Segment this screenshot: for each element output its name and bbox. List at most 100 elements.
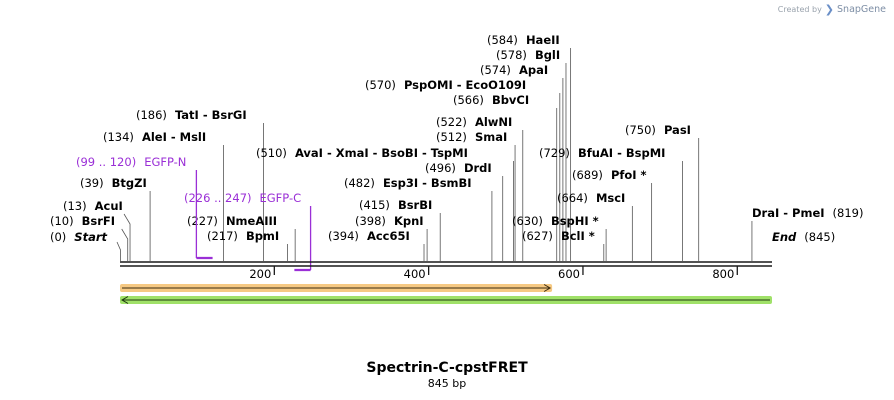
site-drdi-label[interactable]: (496) DrdI (425, 161, 492, 175)
primer-egfp-c-label[interactable]: (226 .. 247) EGFP-C (184, 191, 301, 205)
site-nmeaiii-label-name: NmeAIII (226, 214, 277, 228)
site-btgzi-label-pos: (39) (80, 176, 104, 190)
site-tati-label[interactable]: (186)TatI - BsrGI (136, 108, 247, 122)
feature-2-arrowhead-icon (121, 296, 129, 304)
start-label-pos: (0) (50, 230, 66, 244)
branding-name: SnapGene (837, 4, 886, 15)
site-pspomi-label[interactable]: (570) PspOMI - EcoO109I (365, 78, 526, 92)
site-drdi-label-pos: (496) (425, 161, 456, 175)
site-pfoi-label-name: PfoI * (611, 168, 647, 182)
site-msci-label-name: MscI (596, 191, 625, 205)
site-avai-label-pos: (510) (256, 146, 287, 160)
site-bbvci-label[interactable]: (566) BbvCI (453, 93, 529, 107)
site-acc65i-label-name: Acc65I (367, 229, 410, 243)
tick-label-600: 600 (558, 267, 580, 281)
primer-egfp-c-name: EGFP-C (260, 191, 302, 205)
site-smai-label-pos: (512) (436, 130, 467, 144)
features (120, 284, 772, 304)
site-acc65i-label[interactable]: (394) Acc65I (328, 229, 410, 243)
start-label-name: Start (74, 230, 107, 244)
site-drai-label-name: DraI - PmeI (752, 206, 825, 220)
site-acc65i-label-pos: (394) (328, 229, 359, 243)
site-bcli-label-name: BclI * (561, 229, 595, 243)
site-pspomi-label-name: PspOMI - EcoO109I (404, 78, 526, 92)
primer-egfp-n-label[interactable]: (99 .. 120) EGFP-N (76, 155, 186, 169)
site-avai-label[interactable]: (510) AvaI - XmaI - BsoBI - TspMI (256, 146, 468, 160)
site-haeii-label-pos: (584) (487, 33, 518, 47)
primers: (99 .. 120) EGFP-N (226 .. 247) EGFP-C (76, 155, 312, 272)
site-btgzi-label-name: BtgZI (112, 176, 147, 190)
site-esp3i-label[interactable]: (482) Esp3I - BsmBI (344, 176, 472, 190)
site-bsphi-label-pos: (630) (512, 214, 543, 228)
site-kpni-label-name: KpnI (394, 214, 424, 228)
site-alei-label[interactable]: (134)AleI - MslI (103, 130, 206, 144)
tick-label-200: 200 (249, 267, 271, 281)
site-bfuai-label-name: BfuAI - BspMI (578, 146, 665, 160)
site-btgzi-label[interactable]: (39) BtgZI (80, 176, 147, 190)
tick-label-400: 400 (404, 267, 426, 281)
site-labels: (10) BsrFI(13)AcuI (39) BtgZI (134)AleI - Ms… (50, 33, 863, 244)
end-label[interactable]: End (845) (772, 230, 835, 244)
primer-egfp-n-name: EGFP-N (144, 155, 186, 169)
site-drai-label-pos: (819) (833, 206, 864, 220)
primer-egfp-c-range: (226 .. 247) (184, 191, 252, 205)
site-bpmi-label-name: BpmI (246, 229, 279, 243)
feature-1-arrowhead-icon (543, 284, 552, 292)
site-alwni-label[interactable]: (522)AlwNI (436, 115, 512, 129)
sequence-name: Spectrin-C-cpstFRET (366, 360, 528, 376)
site-msci-label[interactable]: (664)MscI (557, 191, 625, 205)
start-label[interactable]: (0) Start (50, 230, 108, 244)
site-bcli-label-pos: (627) (522, 229, 553, 243)
site-bsphi-label[interactable]: (630)BspHI * (512, 214, 599, 228)
site-bsrfi-label-name: BsrFI (82, 214, 115, 228)
site-nmeaiii-label-pos: (227) (187, 214, 218, 228)
site-haeii-label[interactable]: (584)HaeII (487, 33, 560, 47)
site-bpmi-label-pos: (217) (207, 229, 238, 243)
tick-label-800: 800 (712, 267, 734, 281)
snapgene-logo-icon: ❯ (824, 3, 835, 16)
site-apai-label[interactable]: (574)ApaI (480, 63, 548, 77)
site-avai-label-name: AvaI - XmaI - BsoBI - TspMI (295, 146, 468, 160)
site-alei-label-pos: (134) (103, 130, 134, 144)
ruler-ticks: 200 400 600 800 (249, 266, 738, 281)
site-bsrfi-line (121, 228, 129, 261)
site-bcli-label[interactable]: (627) BclI * (522, 229, 595, 243)
site-bsrbi-label-pos: (415) (359, 198, 390, 212)
site-smai-label[interactable]: (512) SmaI (436, 130, 507, 144)
end-label-name: End (772, 230, 797, 244)
site-bfuai-label-pos: (729) (539, 146, 570, 160)
site-pfoi-label-pos: (689) (572, 168, 603, 182)
site-lines (116, 48, 753, 261)
branding-prefix: Created by (777, 5, 822, 14)
site-kpni-label-pos: (398) (355, 214, 386, 228)
snapgene-branding: Created by ❯ SnapGene (778, 3, 886, 16)
site-bfuai-label[interactable]: (729) BfuAI - BspMI (539, 146, 665, 160)
site-kpni-label[interactable]: (398) KpnI (355, 214, 424, 228)
site-apai-label-pos: (574) (480, 63, 511, 77)
end-label-pos: (845) (804, 230, 835, 244)
site-pspomi-label-pos: (570) (365, 78, 396, 92)
site-bsrbi-label[interactable]: (415)BsrBI (359, 198, 432, 212)
site-bbvci-label-pos: (566) (453, 93, 484, 107)
site-bsrfi-label[interactable]: (10) BsrFI (50, 214, 115, 228)
site-drdi-label-name: DrdI (464, 161, 492, 175)
site-bgli-label[interactable]: (578)BglI (496, 48, 560, 62)
site-nmeaiii-label[interactable]: (227) NmeAIII (187, 214, 277, 228)
site-pasi-label-pos: (750) (625, 123, 656, 137)
site-tati-label-name: TatI - BsrGI (175, 108, 247, 122)
site-bpmi-label[interactable]: (217) BpmI (207, 229, 279, 243)
site-bbvci-label-name: BbvCI (492, 93, 529, 107)
site-acui-label[interactable]: (13)AcuI (63, 199, 123, 213)
start-line (116, 241, 121, 261)
site-pasi-label[interactable]: (750)PasI (625, 123, 691, 137)
primer-egfp-n-range: (99 .. 120) (76, 155, 136, 169)
site-esp3i-label-pos: (482) (344, 176, 375, 190)
site-pfoi-label[interactable]: (689) PfoI * (572, 168, 647, 182)
site-bsrfi-label-pos: (10) (50, 214, 74, 228)
site-smai-label-name: SmaI (475, 130, 507, 144)
site-drai-label[interactable]: DraI - PmeI (819) (752, 206, 863, 220)
site-acui-line (123, 213, 131, 261)
site-esp3i-label-name: Esp3I - BsmBI (383, 176, 472, 190)
